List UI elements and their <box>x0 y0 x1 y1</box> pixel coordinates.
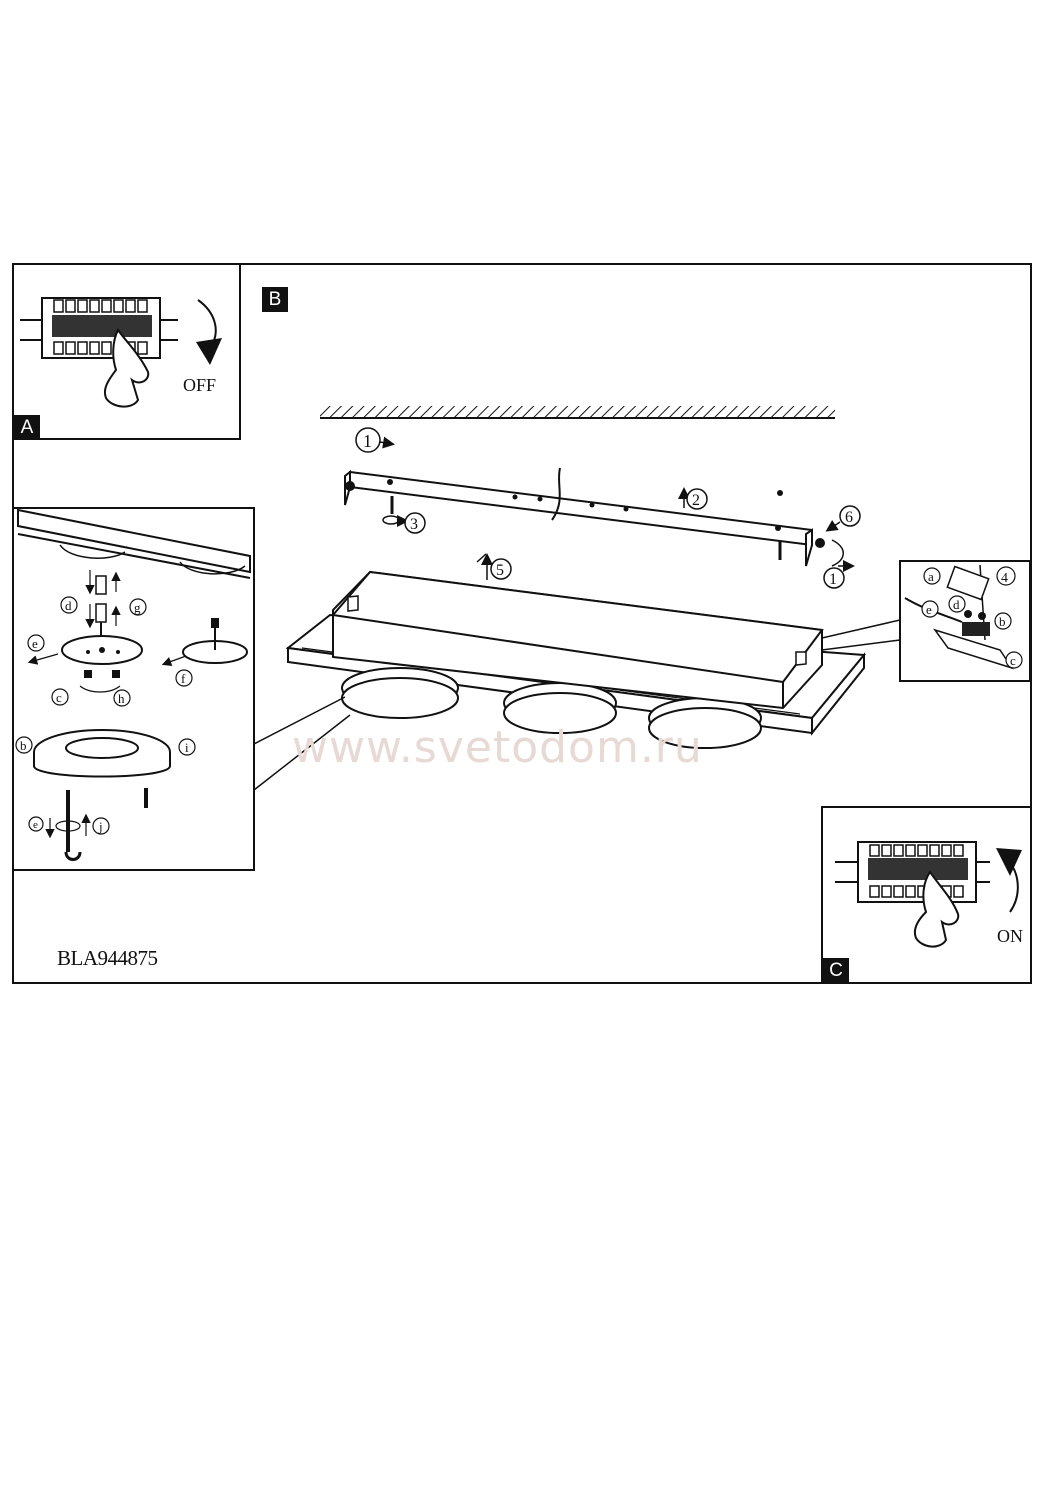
lamp-head-detail-inset: d g e f c h <box>12 507 255 871</box>
screw-icon <box>345 481 825 560</box>
panel-a-tag: A <box>15 416 39 440</box>
svg-text:d: d <box>65 598 72 613</box>
step-6-label: 6 <box>845 509 853 526</box>
step-5-marker: 5 <box>476 553 512 580</box>
svg-text:g: g <box>134 600 141 615</box>
svg-text:a: a <box>928 569 934 584</box>
svg-text:i: i <box>185 740 189 755</box>
step-2-marker: 2 <box>678 487 708 510</box>
ceiling-hatch <box>320 406 835 418</box>
svg-text:d: d <box>953 597 960 612</box>
svg-text:c: c <box>1010 653 1016 668</box>
step-3-marker: 3 <box>382 512 426 534</box>
svg-text:f: f <box>181 671 186 686</box>
document-code: BLA944875 <box>57 946 158 970</box>
panel-c <box>821 806 1032 984</box>
watermark: www.svetodom.ru <box>292 722 703 773</box>
step-1-label: 1 <box>363 431 372 451</box>
step-2-label: 2 <box>692 492 700 509</box>
step-6-marker: 6 <box>825 505 861 532</box>
spotlight-heads <box>341 667 762 749</box>
step-3-label: 3 <box>410 516 418 533</box>
svg-text:e: e <box>32 636 38 651</box>
hand-icon <box>104 328 150 408</box>
panel-c-tag: C <box>824 959 848 983</box>
switch-on-label: ON <box>997 926 1023 946</box>
step-5-label: 5 <box>496 562 504 579</box>
step-1-marker-right: 1 <box>823 539 855 589</box>
svg-text:1: 1 <box>829 571 837 588</box>
panel-a <box>12 263 241 440</box>
svg-text:h: h <box>118 691 125 706</box>
svg-text:b: b <box>20 738 27 753</box>
fixture-housing <box>331 570 824 710</box>
circuit-breaker-icon <box>20 297 178 359</box>
svg-text:4: 4 <box>1001 571 1008 586</box>
supply-cable <box>551 467 561 521</box>
panel-b-tag: B <box>263 288 287 312</box>
terminal-block-icon <box>962 610 990 636</box>
wiring-detail-inset: a 4 e d b c <box>899 560 1031 682</box>
step-1-marker: 1 <box>355 427 395 453</box>
switch-off-label: OFF <box>183 375 217 395</box>
svg-text:c: c <box>56 690 62 705</box>
lamp-ring-icon <box>33 729 171 778</box>
circuit-breaker-icon <box>835 841 990 903</box>
hand-icon <box>914 870 960 948</box>
socket-icon <box>85 570 121 648</box>
svg-text:b: b <box>999 614 1006 629</box>
svg-text:e: e <box>33 819 38 831</box>
screw-icon <box>45 788 148 861</box>
panel-b: 1 1 2 3 5 6 <box>12 287 1031 871</box>
svg-text:j: j <box>98 819 103 834</box>
svg-text:e: e <box>926 602 932 617</box>
